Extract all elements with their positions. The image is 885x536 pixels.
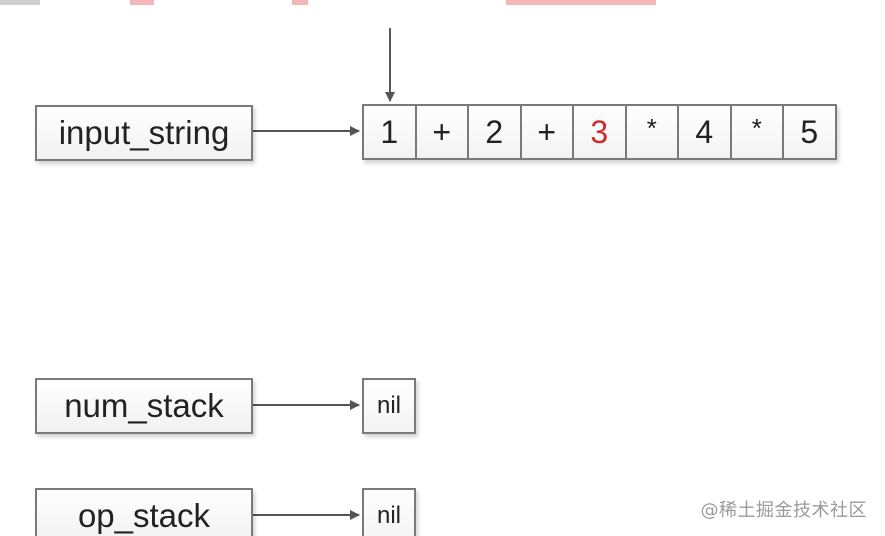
cropped-top-text [0,0,885,8]
input-cell: 2 [467,104,522,160]
input-cell: + [414,104,469,160]
num-stack-value: nil [362,378,416,434]
input-cell: 4 [677,104,732,160]
input-cell: 3 [572,104,627,160]
num-stack-label: num_stack [35,378,253,434]
op-stack-value: nil [362,488,416,536]
input-string-label: input_string [35,105,253,161]
input-string-cells: 1+2+3*4*5 [362,104,837,160]
input-cell: * [729,104,784,160]
input-cell: * [624,104,679,160]
input-cell: 1 [362,104,417,160]
input-cell: 5 [782,104,837,160]
watermark: @稀土掘金技术社区 [700,500,867,521]
op-stack-label: op_stack [35,488,253,536]
input-cell: + [519,104,574,160]
